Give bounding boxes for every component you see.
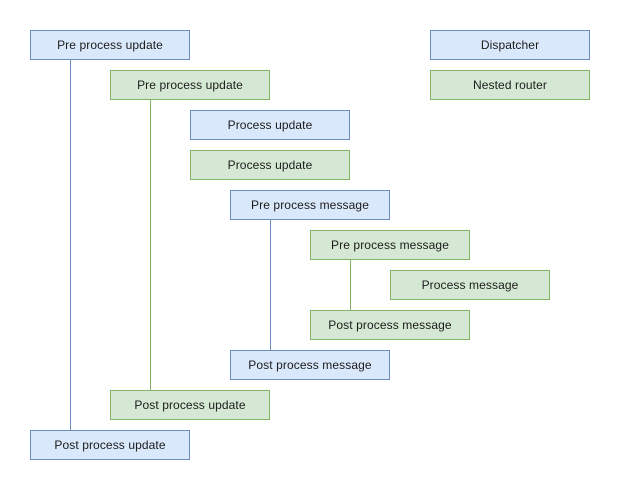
node-post-process-update-dispatcher[interactable]: Post process update [30,430,190,460]
node-pre-process-message-router[interactable]: Pre process message [310,230,470,260]
node-process-message-router[interactable]: Process message [390,270,550,300]
legend-item-nested-router: Nested router [430,70,590,100]
node-post-process-update-router[interactable]: Post process update [110,390,270,420]
node-process-update-router[interactable]: Process update [190,150,350,180]
connector-line [350,260,351,310]
node-post-process-message-router[interactable]: Post process message [310,310,470,340]
connector-line [70,60,71,430]
connector-line [150,100,151,390]
node-pre-process-update-router[interactable]: Pre process update [110,70,270,100]
legend-item-dispatcher: Dispatcher [430,30,590,60]
node-process-update-dispatcher[interactable]: Process update [190,110,350,140]
node-pre-process-message-dispatcher[interactable]: Pre process message [230,190,390,220]
node-pre-process-update-dispatcher[interactable]: Pre process update [30,30,190,60]
connector-line [270,220,271,350]
node-post-process-message-dispatcher[interactable]: Post process message [230,350,390,380]
